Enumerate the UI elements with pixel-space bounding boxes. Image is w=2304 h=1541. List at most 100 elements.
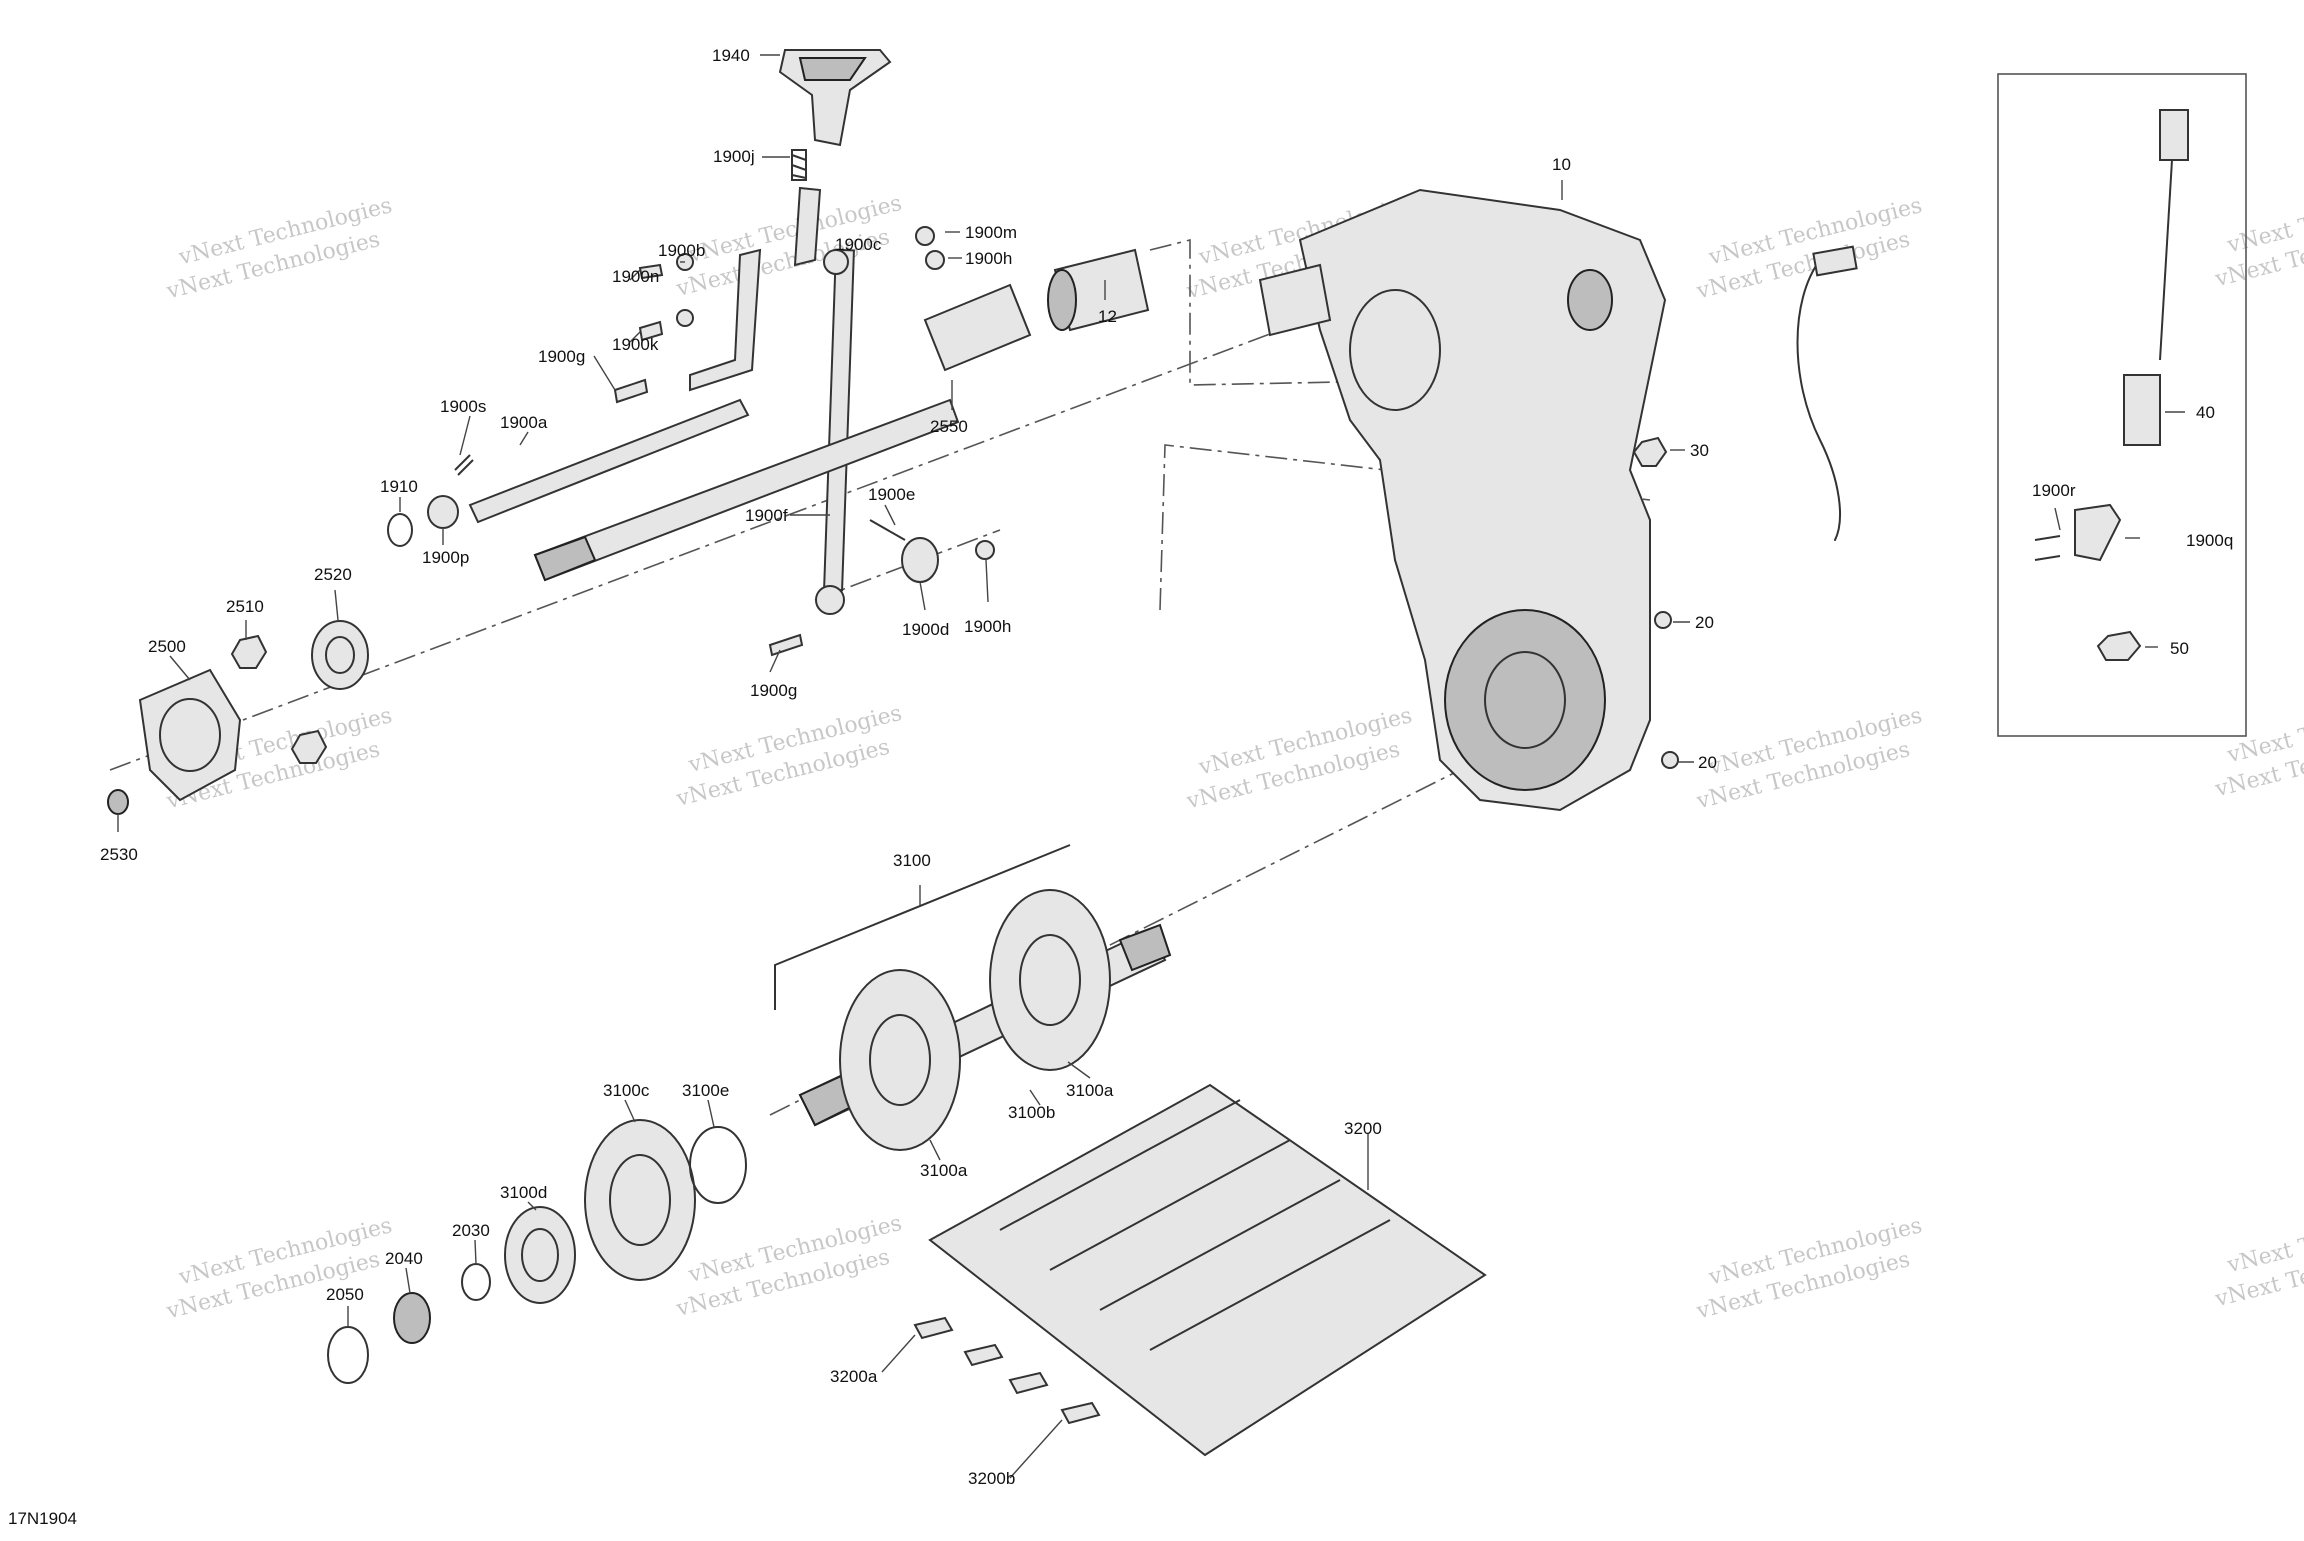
label-1900h-bottom: 1900h [964,617,1011,636]
nut-2510-b [290,729,328,764]
label-1900g-top: 1900g [538,347,585,366]
sensor-inset [1997,73,2247,737]
harness-group [1796,245,1858,541]
label-2530: 2530 [100,845,138,864]
case-lower-housing [1444,609,1606,791]
label-2510: 2510 [226,597,264,616]
cover-bore [159,698,221,772]
watermark-text: vNext Technologies [2224,1201,2304,1278]
label-3100: 3100 [893,851,931,870]
clip-3200a-2 [963,1343,1004,1367]
circlip-2050 [327,1326,369,1384]
nut-20-a [1654,611,1672,629]
label-3200: 3200 [1344,1119,1382,1138]
cam-1900d [901,537,939,583]
guide-ribs [999,1099,1391,1351]
label-1900q: 1900q [2186,531,2233,550]
bearing-set-lower [327,1119,747,1384]
main-shaft-group [533,248,1150,582]
label-1900s: 1900s [440,397,486,416]
label-1900c: 1900c [835,235,882,254]
label-3100a-bottom: 3100a [920,1161,968,1180]
leader-lines [117,54,2185,1479]
shaft-spline-end [533,535,597,582]
washer-1900b-2 [676,309,694,327]
case-lower-bore [1484,651,1566,749]
guide-plate [928,1083,1487,1457]
shift-bracket [689,248,762,392]
case-axis-lower [1159,444,1651,611]
shift-rod-axis [814,529,1001,601]
label-2520: 2520 [314,565,352,584]
axle-spline-right [1118,923,1172,972]
label-20-b: 20 [1698,753,1717,772]
label-3100d: 3100d [500,1183,547,1202]
ring-2030 [461,1263,491,1301]
screws-1900r [2034,535,2061,561]
drive-axle-3100 [774,844,1172,1151]
shift-shaft-1900a [468,398,750,524]
label-10: 10 [1552,155,1571,174]
harness-connector [1812,245,1858,277]
tube-2550 [923,283,1032,372]
bracket-3100 [774,844,1071,1010]
label-1900a: 1900a [500,413,548,432]
label-1900g-bottom: 1900g [750,681,797,700]
nut-1900h [925,250,945,270]
doc-code: 17N1904 [8,1509,77,1528]
pin-1900s [454,454,474,476]
sprocket-left-hub [869,1014,931,1106]
label-1900k: 1900k [612,335,659,354]
sprocket-right-hub [1019,934,1081,1026]
label-30: 30 [1690,441,1709,460]
label-1900n: 1900n [612,267,659,286]
rod-end-top [823,249,849,275]
watermark-text: vNext Technologies [2224,181,2304,258]
harness-cable [1796,259,1841,541]
shift-knob-top [798,57,867,81]
bearing-2520 [311,620,369,690]
label-3100a-right: 3100a [1066,1081,1114,1100]
clip-3200a-1 [913,1316,954,1340]
label-3100b: 3100b [1008,1103,1055,1122]
label-3200b: 3200b [968,1469,1015,1488]
bolt-1900k [638,320,664,342]
sleeve-12-opening [1047,269,1077,331]
transmission-case-10 [1258,188,1679,812]
part-labels: 1940 1900j 1900m 1900c 1900h 1900b 1900n… [100,46,2233,1488]
shift-lever-assembly [387,49,995,657]
label-1910: 1910 [380,477,418,496]
label-2030: 2030 [452,1221,490,1240]
label-40: 40 [2196,403,2215,422]
label-2050: 2050 [326,1285,364,1304]
label-1940: 1940 [712,46,750,65]
bearing-cover-group [107,620,369,815]
case-breather-cap [1567,269,1613,331]
label-1900e: 1900e [868,485,915,504]
label-3200a: 3200a [830,1367,878,1386]
nut-50 [2096,630,2142,661]
bearing-2520-bore [325,636,355,674]
bolt-2530 [107,789,129,815]
bushing-1900p [427,495,459,529]
housing-3100c-bore [609,1154,671,1246]
oring-3100e [689,1126,747,1204]
label-3100c: 3100c [603,1081,650,1100]
sensor-wire [2159,159,2173,361]
ring-1910 [387,513,413,547]
bracket-1900q [2074,503,2122,562]
nut-20-b [1661,751,1679,769]
bearing-3100d-bore [521,1228,559,1282]
label-1900b: 1900b [658,241,705,260]
label-1900m: 1900m [965,223,1017,242]
label-1900d: 1900d [902,620,949,639]
inset-frame [1997,73,2247,737]
label-2550: 2550 [930,417,968,436]
case-input-shaft [1258,263,1332,337]
pin-1900e [869,519,906,541]
label-3100e: 3100e [682,1081,729,1100]
spring-coils [791,154,807,179]
nut-1900m [915,226,935,246]
